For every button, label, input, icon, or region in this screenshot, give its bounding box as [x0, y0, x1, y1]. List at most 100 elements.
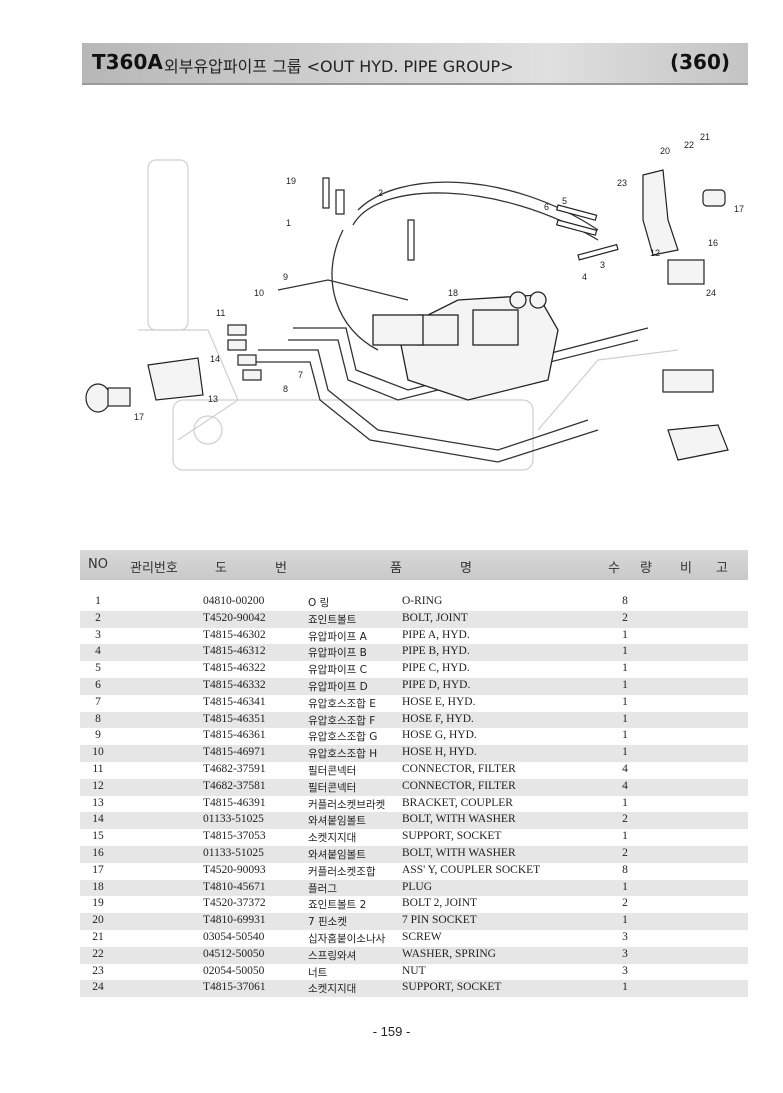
part-number: T4815-46351 [203, 712, 266, 725]
quantity: 8 [622, 863, 628, 876]
part-number: T4520-90093 [203, 863, 266, 876]
part-name-korean: 유압파이프 B [308, 647, 367, 660]
quantity: 1 [622, 880, 628, 893]
part-number: T4682-37581 [203, 779, 266, 792]
part-name-korean: 스프링와셔 [308, 949, 357, 962]
part-number-index: 24 [92, 981, 104, 994]
exploded-parts-diagram: 1 2 3 4 5 6 7 8 9 10 11 12 13 14 16 17 1… [78, 100, 748, 520]
part-name-english: SCREW [402, 930, 442, 943]
part-number-index: 7 [95, 695, 101, 708]
part-name-korean: 죠인트볼트 [308, 613, 357, 626]
part-name-korean: 유압호스조합 E [308, 697, 376, 710]
part-number-index: 4 [95, 645, 101, 658]
part-name-english: PIPE B, HYD. [402, 645, 470, 658]
table-header: NO 관리번호 도 번 품 명 수 량 비 고 [80, 550, 748, 580]
part-number-index: 22 [92, 947, 104, 960]
quantity: 1 [622, 662, 628, 675]
part-name-english: O-RING [402, 595, 443, 607]
part-name-korean: 죠인트볼트 2 [308, 899, 367, 912]
part-number: T4815-37053 [203, 830, 266, 843]
quantity: 1 [622, 729, 628, 742]
quantity: 3 [622, 964, 628, 977]
part-number-index: 3 [95, 628, 101, 641]
page-header: T360A 외부유압파이프 그룹 <OUT HYD. PIPE GROUP> (… [82, 43, 748, 85]
callout-label: 17 [734, 204, 744, 214]
part-name-english: PIPE A, HYD. [402, 628, 470, 641]
quantity: 2 [622, 897, 628, 910]
callout-label: 21 [700, 132, 710, 142]
part-number: T4815-46332 [203, 678, 266, 691]
part-name-english: PIPE D, HYD. [402, 678, 471, 691]
part-name-korean: 유압호스조합 H [308, 748, 378, 761]
part-number-index: 12 [92, 779, 104, 792]
header-do: 도 [215, 561, 227, 576]
part-number: T4815-46971 [203, 746, 266, 759]
callout-label: 10 [254, 288, 264, 298]
callout-label: 18 [448, 288, 458, 298]
part-name-english: PIPE C, HYD. [402, 662, 470, 675]
header-go: 고 [716, 561, 728, 576]
part-name-english: HOSE H, HYD. [402, 746, 477, 759]
part-number-index: 14 [92, 813, 104, 826]
part-name-korean: 필터콘넥터 [308, 781, 357, 794]
quantity: 2 [622, 813, 628, 826]
part-name-korean: 필터콘넥터 [308, 764, 357, 777]
part-name-english: HOSE F, HYD. [402, 712, 474, 725]
part-name-korean: 소켓지지대 [308, 832, 357, 845]
header-pum: 품 [390, 561, 402, 576]
quantity: 1 [622, 678, 628, 691]
callout-label: 6 [544, 202, 549, 212]
part-name-english: BOLT, WITH WASHER [402, 813, 516, 826]
header-ryang: 량 [640, 561, 652, 576]
quantity: 3 [622, 947, 628, 960]
quantity: 4 [622, 762, 628, 775]
callout-label: 3 [600, 260, 605, 270]
callout-label: 19 [286, 176, 296, 186]
part-number-index: 19 [92, 897, 104, 910]
part-number-index: 13 [92, 796, 104, 809]
part-number: T4810-69931 [203, 914, 266, 927]
header-part-no: 관리번호 [130, 561, 178, 576]
quantity: 1 [622, 628, 628, 641]
callout-label: 5 [562, 196, 567, 206]
part-name-english: NUT [402, 964, 426, 977]
quantity: 2 [622, 611, 628, 624]
part-number: T4815-46341 [203, 695, 266, 708]
part-number: T4815-46361 [203, 729, 266, 742]
part-name-korean: 십자홈붙이소나사 [308, 932, 386, 945]
part-name-english: CONNECTOR, FILTER [402, 762, 516, 775]
part-number: T4682-37591 [203, 762, 266, 775]
part-name-korean: 유압파이프 D [308, 680, 368, 693]
callout-label: 9 [283, 272, 288, 282]
part-number: T4815-46322 [203, 662, 266, 675]
part-number-index: 20 [92, 914, 104, 927]
part-number: 04810-00200 [203, 595, 265, 607]
quantity: 1 [622, 830, 628, 843]
part-number-index: 18 [92, 880, 104, 893]
part-name-english: BRACKET, COUPLER [402, 796, 513, 809]
page-code: (360) [669, 50, 730, 74]
part-number: T4815-46302 [203, 628, 266, 641]
header-bi: 비 [680, 561, 692, 576]
part-name-english: HOSE G, HYD. [402, 729, 477, 742]
part-name-korean: 소켓지지대 [308, 983, 357, 996]
part-number-index: 16 [92, 846, 104, 859]
part-number-index: 10 [92, 746, 104, 759]
part-name-korean: O 링 [308, 597, 330, 609]
part-number-index: 1 [95, 595, 101, 607]
part-number: T4810-45671 [203, 880, 266, 893]
quantity: 1 [622, 796, 628, 809]
part-name-english: ASS' Y, COUPLER SOCKET [402, 863, 541, 876]
